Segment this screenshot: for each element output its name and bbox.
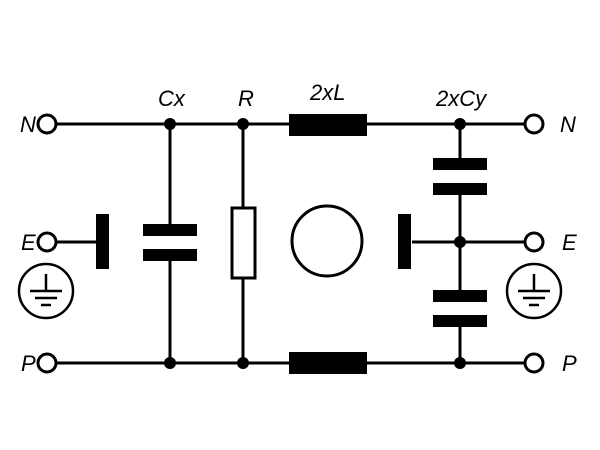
terminal-icon-e-right — [523, 231, 545, 253]
label-p-left: P — [21, 351, 36, 376]
inductor-icon-bottom — [289, 352, 367, 374]
terminal-icon-p-right — [523, 352, 545, 374]
cy-capacitor-lower-plate-a — [433, 290, 487, 302]
label-p-right: P — [562, 351, 577, 376]
terminal-icon-e-left — [36, 231, 58, 253]
junction-dot — [164, 357, 176, 369]
cy-capacitor-lower-plate-b — [433, 315, 487, 327]
terminal-icon-p-left — [36, 352, 58, 374]
label-e-right: E — [562, 230, 577, 255]
ground-icon-right — [505, 262, 563, 320]
junction-dot — [164, 118, 176, 130]
junction-dot — [237, 118, 249, 130]
label-cy: 2xCy — [435, 86, 488, 111]
junction-dot — [454, 118, 466, 130]
terminal-icon-n-left — [36, 113, 58, 135]
label-e-left: E — [21, 230, 36, 255]
left-earth-plate — [96, 214, 109, 269]
label-n-left: N — [20, 112, 36, 137]
cy-capacitor-upper-plate-a — [433, 158, 487, 170]
label-r: R — [238, 86, 254, 111]
junction-dot — [237, 357, 249, 369]
resistor-icon — [230, 206, 257, 280]
right-earth-plate — [398, 214, 411, 269]
label-cx: Cx — [158, 86, 186, 111]
label-n-right: N — [560, 112, 576, 137]
junction-dot — [454, 357, 466, 369]
label-l: 2xL — [309, 80, 345, 105]
ground-icon-left — [17, 262, 75, 320]
inductor-icon-top — [289, 114, 367, 136]
cy-capacitor-upper-plate-b — [433, 183, 487, 195]
terminal-icon-n-right — [523, 113, 545, 135]
junction-dot — [454, 236, 466, 248]
cx-capacitor-plate-top — [143, 224, 197, 236]
cx-capacitor-plate-bottom — [143, 249, 197, 261]
inductor-core-icon — [290, 204, 364, 278]
